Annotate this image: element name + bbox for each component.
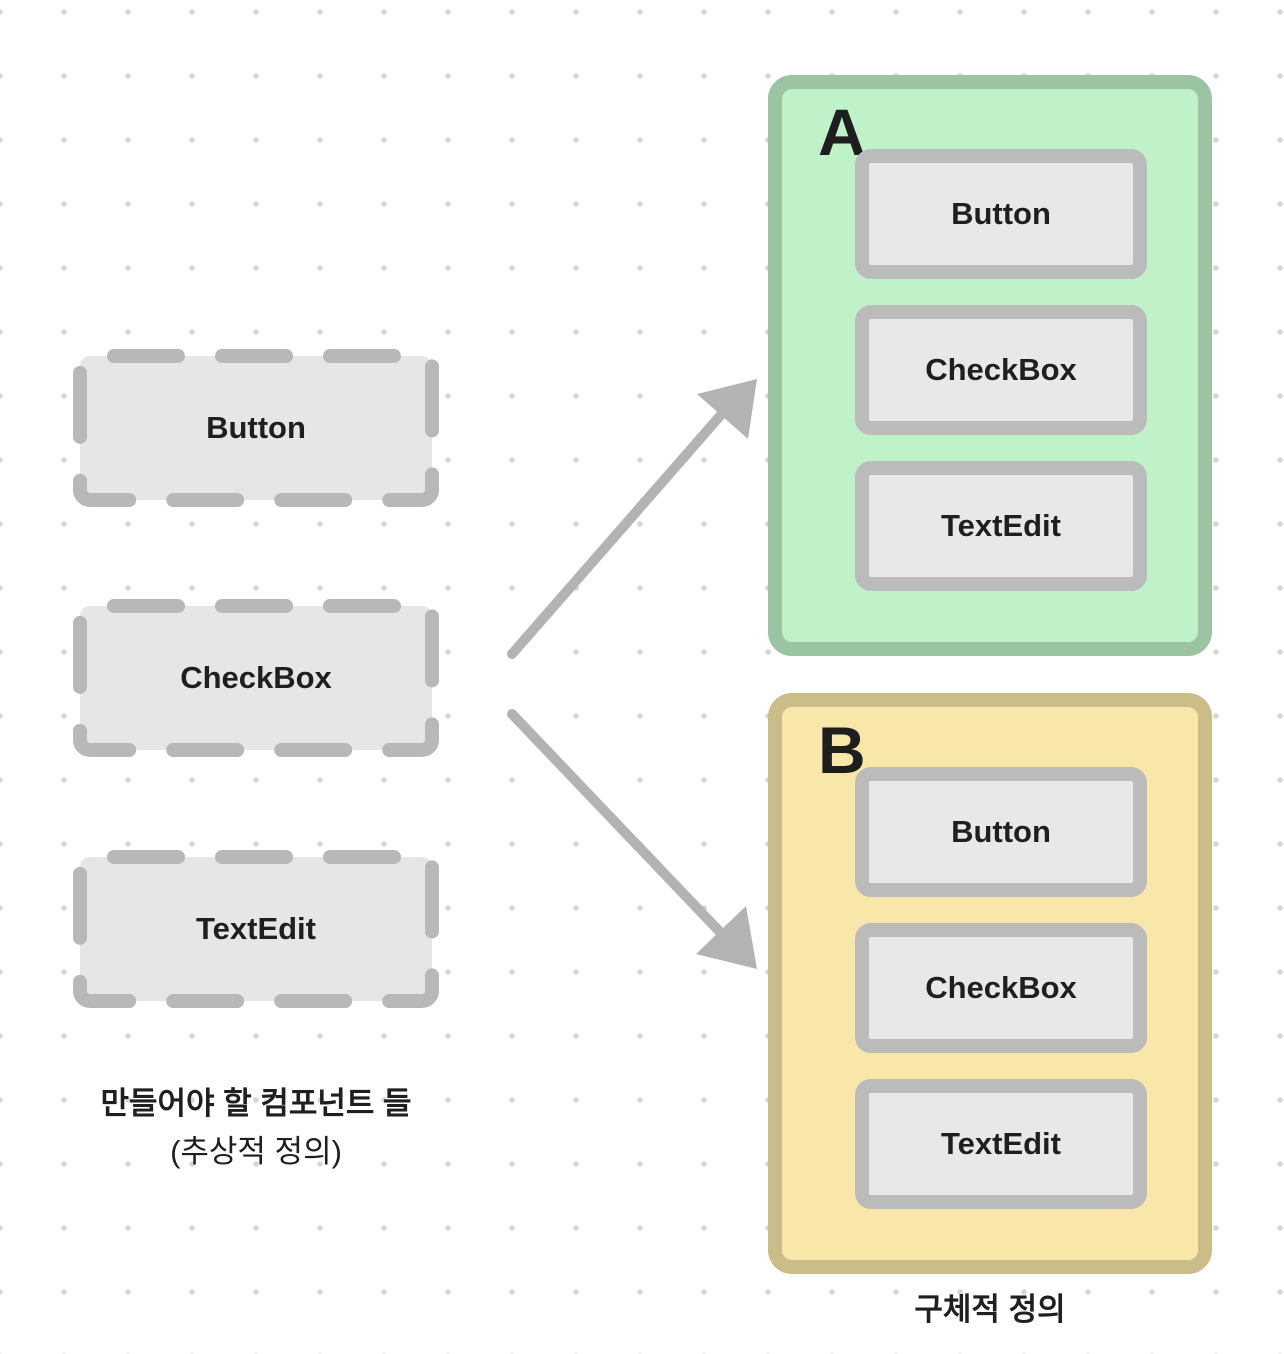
group-b-checkbox-box: CheckBox [855, 923, 1147, 1053]
group-a-textedit-box: TextEdit [855, 461, 1147, 591]
group-b-button-box: Button [855, 767, 1147, 897]
abstract-caption: 만들어야 할 컴포넌트 들 (추상적 정의) [60, 1084, 452, 1174]
arrow-to-group-b [507, 709, 725, 937]
arrow-to-group-a [507, 411, 725, 659]
group-b-textedit-label: TextEdit [941, 1126, 1061, 1161]
implementation-caption: 구체적 정의 [914, 1292, 1066, 1327]
abstract-button-box: Button [80, 356, 432, 500]
abstract-checkbox-box: CheckBox [80, 606, 432, 750]
group-a-button-label: Button [951, 196, 1051, 231]
group-b-button-label: Button [951, 814, 1051, 849]
implementation-group-b: B Button CheckBox TextEdit [768, 693, 1212, 1274]
implementation-group-a: A Button CheckBox TextEdit [768, 75, 1212, 656]
group-a-checkbox-label: CheckBox [925, 352, 1077, 387]
abstract-textedit-label: TextEdit [196, 911, 316, 946]
arrow-to-group-a-head [697, 379, 757, 439]
group-b-textedit-box: TextEdit [855, 1079, 1147, 1209]
abstract-button-label: Button [206, 410, 306, 445]
group-a-button-box: Button [855, 149, 1147, 279]
abstract-checkbox-label: CheckBox [180, 660, 332, 695]
abstract-caption-title: 만들어야 할 컴포넌트 들 [100, 1086, 412, 1121]
abstract-caption-subtitle: (추상적 정의) [170, 1134, 342, 1169]
group-a-textedit-label: TextEdit [941, 508, 1061, 543]
group-a-checkbox-box: CheckBox [855, 305, 1147, 435]
arrow-to-group-b-head [696, 906, 757, 969]
group-b-checkbox-label: CheckBox [925, 970, 1077, 1005]
abstract-textedit-box: TextEdit [80, 857, 432, 1001]
